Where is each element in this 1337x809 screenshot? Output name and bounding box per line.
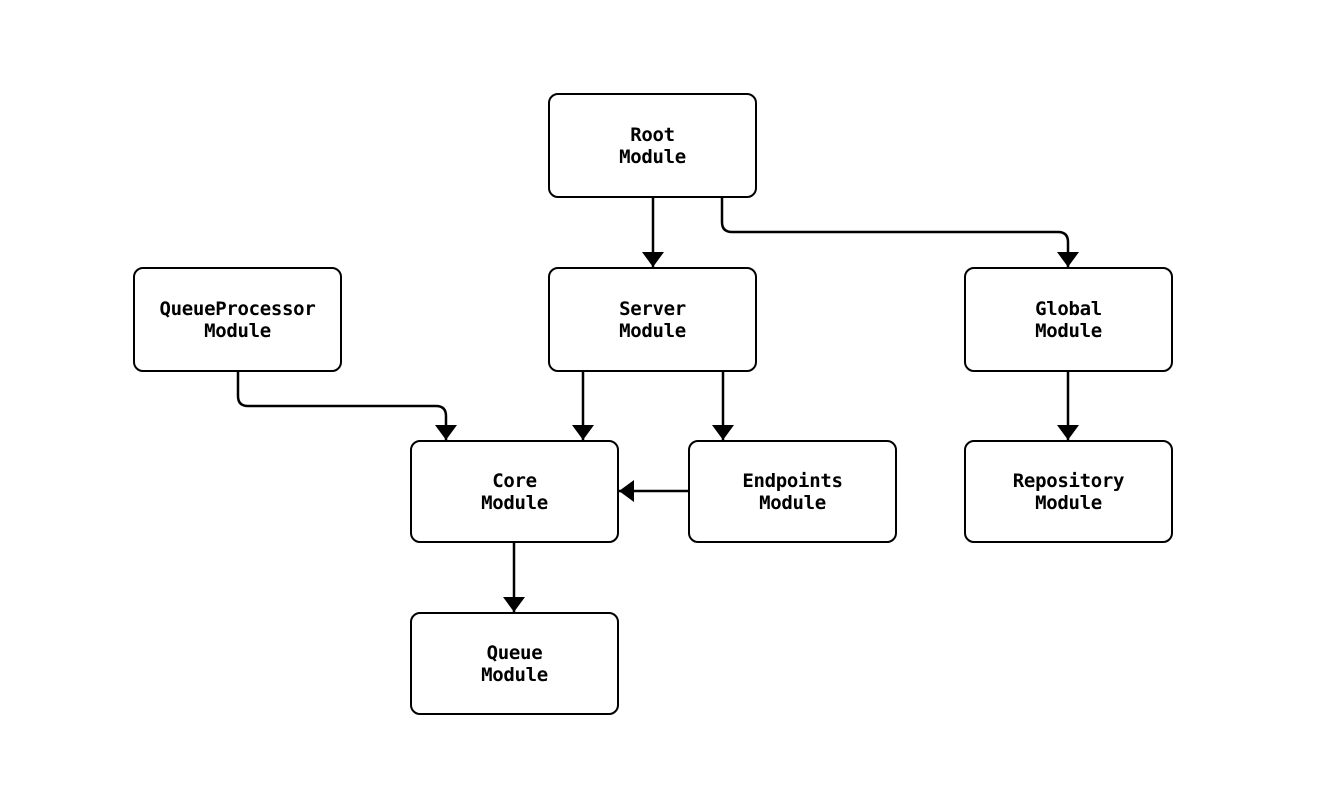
node-core: Core Module [410, 440, 619, 543]
node-label: QueueProcessor Module [159, 297, 316, 342]
node-repository: Repository Module [964, 440, 1173, 543]
node-label: Server Module [619, 297, 686, 342]
node-queueprocessor: QueueProcessor Module [133, 267, 342, 372]
edge-queueprocessor-to-core [236, 372, 457, 440]
node-label: Global Module [1035, 297, 1102, 342]
node-label: Core Module [481, 469, 548, 514]
node-label: Endpoints Module [742, 469, 843, 514]
node-global: Global Module [964, 267, 1173, 372]
node-endpoints: Endpoints Module [688, 440, 897, 543]
node-label: Repository Module [1012, 469, 1125, 514]
node-root: Root Module [548, 93, 757, 198]
node-label: Root Module [619, 123, 686, 168]
node-server: Server Module [548, 267, 757, 372]
edge-root-to-global [720, 198, 1079, 267]
node-label: Queue Module [481, 641, 548, 686]
node-queue: Queue Module [410, 612, 619, 715]
